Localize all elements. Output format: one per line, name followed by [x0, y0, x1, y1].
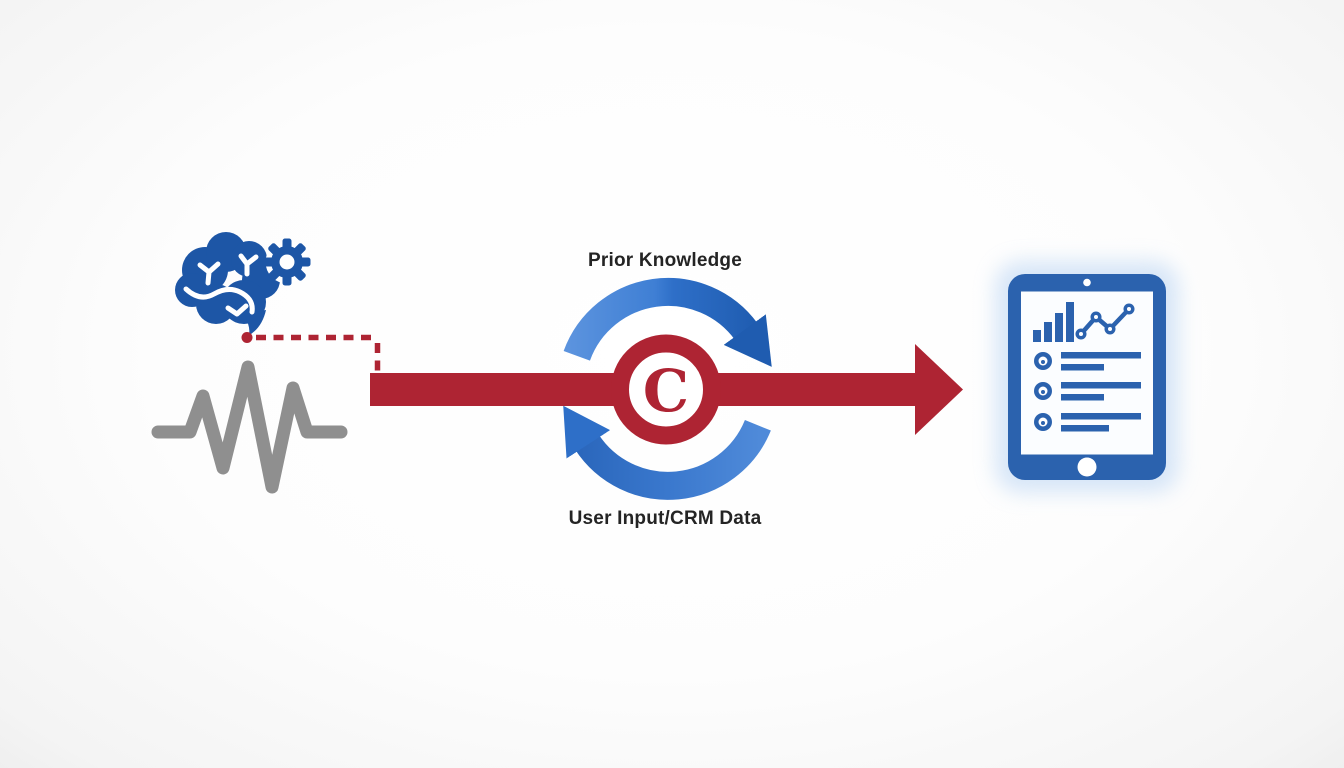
bar-chart-glyph: [1033, 302, 1074, 342]
brain-fold-lines: [183, 253, 259, 317]
report-list-row: [1034, 413, 1141, 432]
brain-stem: [244, 310, 266, 336]
connector-start-dot: [241, 332, 253, 343]
tablet-camera-dot: [1083, 278, 1091, 287]
flow-arrow-head: [915, 344, 963, 435]
emblem-letter: C: [643, 357, 689, 425]
waveform-icon: [151, 360, 348, 494]
dashed-connector: [241, 332, 381, 371]
tablet-screen-content: [1033, 302, 1141, 432]
cycle-arrows-icon: [563, 277, 772, 500]
gear-icon: [263, 238, 311, 286]
line-chart-glyph: [1075, 303, 1135, 340]
prior-knowledge-label: Prior Knowledge: [588, 250, 742, 271]
tablet-analytics-icon: [995, 261, 1179, 493]
emblem-ring: [611, 334, 721, 445]
center-emblem: C: [611, 334, 721, 445]
report-list-row: [1034, 382, 1141, 401]
tablet-home-button: [1077, 457, 1097, 477]
brain-gear-icon: [175, 232, 311, 336]
connector-dashes: [256, 334, 381, 371]
report-list-row: [1034, 352, 1141, 371]
cycle-arrow-top: [563, 277, 772, 367]
cycle-arrow-bottom: [563, 405, 771, 500]
user-input-label: User Input/CRM Data: [568, 508, 762, 529]
